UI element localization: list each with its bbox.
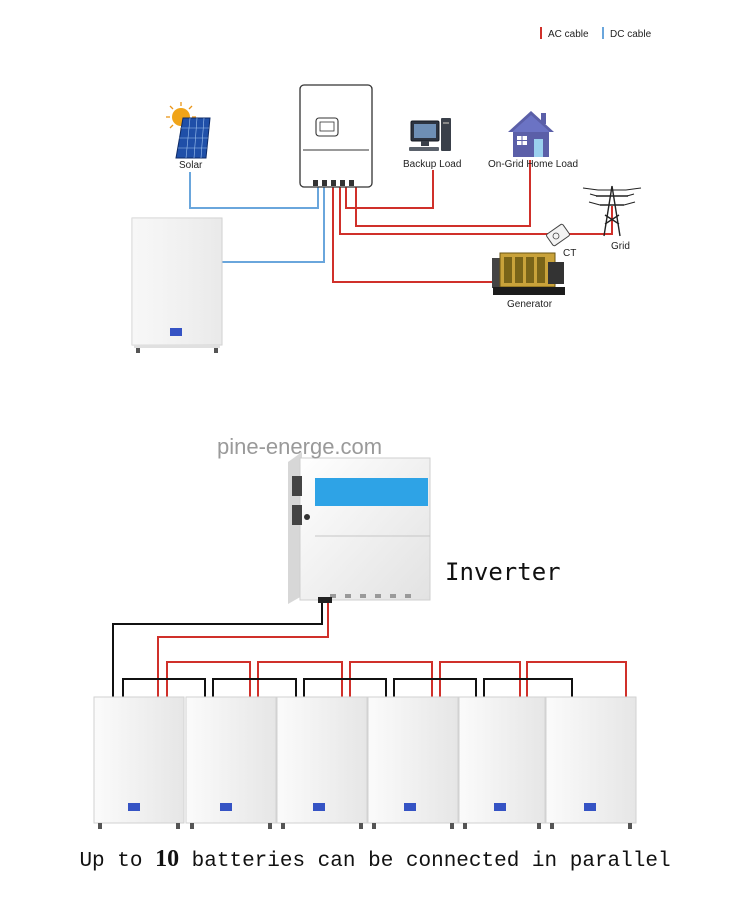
watermark-text: pine-energe.com (217, 434, 383, 459)
battery-bank (93, 696, 637, 829)
legend-ac-swatch (540, 27, 542, 39)
legend-ac-label: AC cable (548, 29, 589, 40)
battery-module-2 (185, 696, 277, 829)
legend-dc: DC cable (602, 27, 651, 40)
caption: Up to 10 batteries can be connected in p… (0, 846, 750, 873)
parallel-negative-links (122, 678, 573, 700)
battery-module-1 (93, 696, 185, 829)
generator-icon (492, 252, 565, 295)
computer-icon (409, 118, 451, 151)
ac-cable-home-load (355, 160, 531, 227)
ac-cable-generator (332, 186, 492, 283)
inverter-cables (112, 603, 329, 700)
solar-panel-icon (166, 102, 211, 159)
legend-ac: AC cable (540, 27, 589, 40)
home-load-label: On-Grid Home Load (488, 159, 579, 170)
ac-cable-backup-load (345, 170, 434, 209)
power-tower-icon (582, 185, 642, 237)
ct-clamp-icon (546, 223, 570, 247)
ct-label: CT (563, 248, 577, 259)
dc-cable-solar (189, 172, 319, 209)
large-inverter-icon (288, 452, 431, 604)
dc-cables (189, 172, 325, 263)
inverter-positive-cable (157, 603, 329, 700)
caption-suffix: batteries can be connected in parallel (179, 850, 671, 873)
dc-cable-battery (222, 186, 325, 263)
grid-label: Grid (611, 241, 630, 252)
battery-module-3 (276, 696, 368, 829)
battery-module-6 (545, 696, 637, 829)
legend-dc-label: DC cable (610, 29, 652, 40)
parallel-battery-diagram (93, 452, 637, 829)
caption-prefix: Up to (79, 850, 156, 873)
legend-dc-swatch (602, 27, 604, 39)
generator-label: Generator (507, 299, 553, 310)
house-icon (508, 111, 554, 157)
caption-number: 10 (155, 846, 180, 872)
battery-module-5 (458, 696, 546, 829)
inverter-negative-cable (112, 603, 323, 700)
solar-label: Solar (179, 160, 203, 171)
inverter-icon (299, 84, 373, 188)
battery-icon (131, 217, 223, 353)
inverter-label: Inverter (445, 558, 561, 586)
system-wiring-diagram (131, 84, 642, 353)
parallel-positive-links (166, 661, 627, 700)
backup-load-label: Backup Load (403, 159, 462, 170)
ac-cables (332, 160, 613, 283)
battery-module-4 (367, 696, 459, 829)
